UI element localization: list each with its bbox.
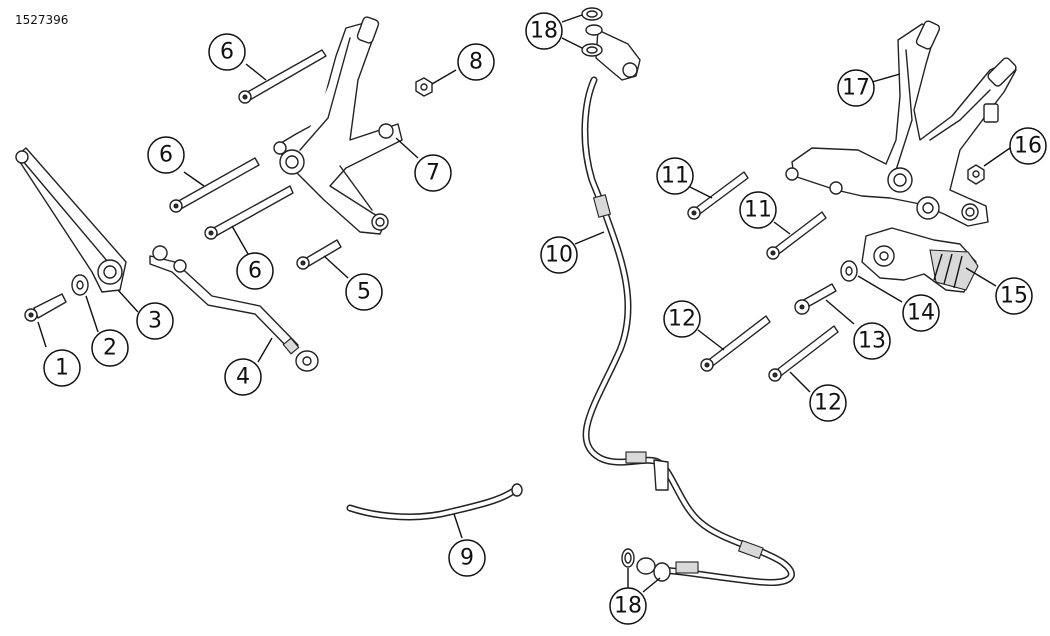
svg-text:2: 2 bbox=[103, 336, 117, 361]
svg-text:14: 14 bbox=[907, 301, 935, 326]
callout-10: 10 bbox=[540, 236, 578, 274]
right-footrest-hanger bbox=[785, 20, 1017, 227]
svg-text:10: 10 bbox=[545, 243, 573, 268]
pivot-bolt bbox=[794, 283, 837, 315]
callout-12-upper: 12 bbox=[663, 300, 701, 338]
brake-pedal bbox=[861, 227, 979, 293]
callout-8: 8 bbox=[457, 43, 495, 81]
callout-2: 2 bbox=[91, 329, 129, 367]
svg-text:11: 11 bbox=[744, 198, 772, 223]
lever-washer bbox=[71, 274, 89, 296]
left-footrest-hanger bbox=[273, 16, 403, 235]
svg-text:12: 12 bbox=[814, 391, 842, 416]
brake-hose bbox=[581, 7, 795, 587]
gear-lever-arm bbox=[15, 147, 127, 293]
callout-15: 15 bbox=[995, 277, 1033, 315]
pedal-washer bbox=[840, 260, 858, 282]
bolt-11-upper bbox=[687, 171, 749, 220]
svg-text:13: 13 bbox=[858, 329, 886, 354]
lever-bolt bbox=[24, 293, 67, 322]
svg-text:11: 11 bbox=[661, 164, 689, 189]
callout-9: 9 bbox=[448, 539, 486, 577]
bolt-long-mid bbox=[169, 157, 260, 213]
reference-number: 1527396 bbox=[15, 13, 68, 27]
svg-text:8: 8 bbox=[469, 50, 483, 75]
callout-6-lower: 6 bbox=[236, 252, 274, 290]
callout-17: 17 bbox=[837, 69, 875, 107]
nut bbox=[415, 77, 433, 97]
callout-3: 3 bbox=[136, 302, 174, 340]
svg-text:18: 18 bbox=[614, 594, 642, 619]
callout-14: 14 bbox=[902, 294, 940, 332]
bolt-12-lower bbox=[768, 325, 839, 382]
callout-7: 7 bbox=[414, 154, 452, 192]
bolt-11-lower bbox=[766, 211, 827, 260]
svg-text:12: 12 bbox=[668, 307, 696, 332]
svg-text:7: 7 bbox=[426, 161, 440, 186]
svg-text:17: 17 bbox=[842, 76, 870, 101]
callout-6-mid: 6 bbox=[147, 136, 185, 174]
callout-13: 13 bbox=[853, 322, 891, 360]
small-hose bbox=[346, 483, 523, 521]
svg-text:4: 4 bbox=[236, 365, 250, 390]
bolt-long-lower bbox=[204, 185, 294, 240]
svg-text:3: 3 bbox=[148, 309, 162, 334]
callout-18-top: 18 bbox=[525, 12, 563, 50]
gear-linkage-rod bbox=[149, 245, 319, 372]
svg-text:1: 1 bbox=[55, 356, 69, 381]
callout-11-upper: 11 bbox=[656, 157, 694, 195]
svg-text:18: 18 bbox=[530, 19, 558, 44]
svg-text:5: 5 bbox=[357, 280, 371, 305]
callout-1: 1 bbox=[43, 349, 81, 387]
callout-12-lower: 12 bbox=[809, 384, 847, 422]
svg-text:16: 16 bbox=[1014, 134, 1042, 159]
svg-text:6: 6 bbox=[248, 259, 262, 284]
svg-text:15: 15 bbox=[1000, 284, 1028, 309]
bolt-short bbox=[296, 239, 342, 270]
callout-18-bottom: 18 bbox=[609, 587, 647, 625]
callout-16: 16 bbox=[1009, 127, 1047, 165]
svg-text:9: 9 bbox=[460, 546, 474, 571]
callout-4: 4 bbox=[224, 358, 262, 396]
callout-6-top: 6 bbox=[208, 33, 246, 71]
leader-lines bbox=[37, 14, 1011, 593]
bolt-long-top bbox=[238, 49, 327, 104]
nut-16 bbox=[967, 164, 985, 185]
bolt-12-upper bbox=[700, 315, 771, 372]
svg-text:6: 6 bbox=[159, 143, 173, 168]
callout-5: 5 bbox=[345, 273, 383, 311]
callout-11-lower: 11 bbox=[739, 191, 777, 229]
svg-text:6: 6 bbox=[220, 40, 234, 65]
